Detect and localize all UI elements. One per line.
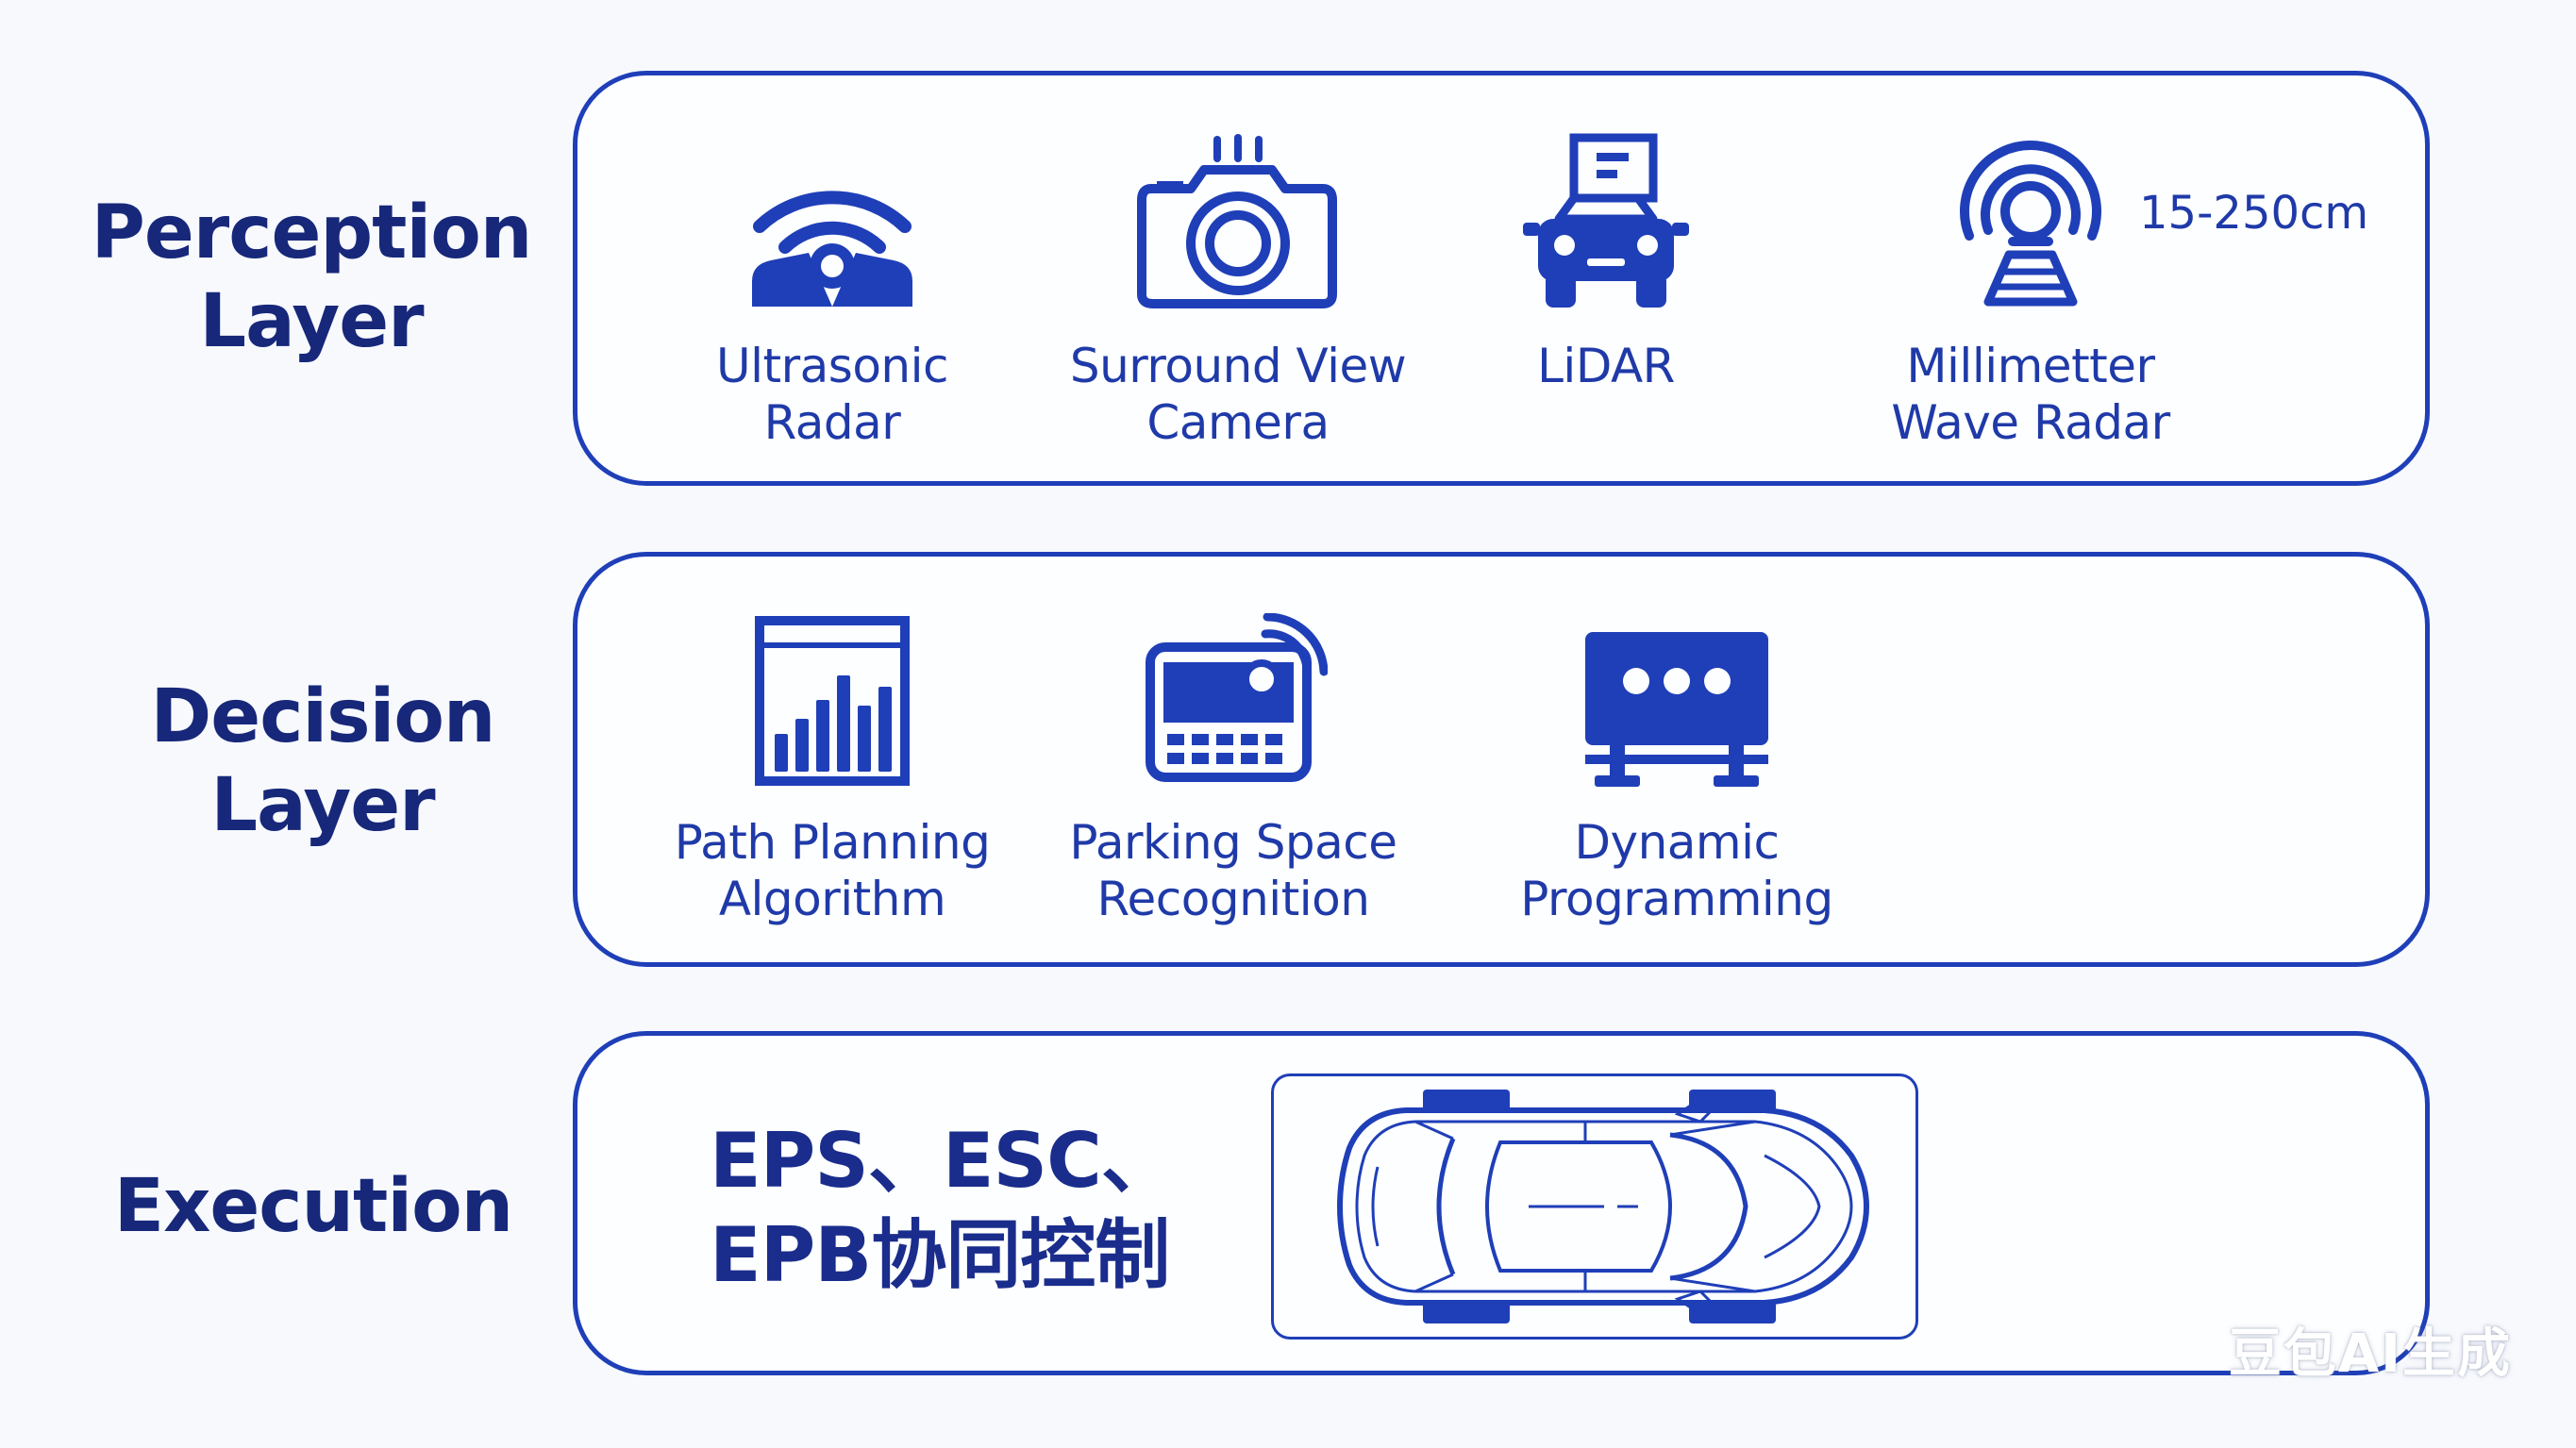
perception-panel: Ultrasonic Radar Surround View Camera (573, 71, 2430, 486)
parking-space-label-line-2: Recognition (1096, 872, 1370, 926)
surround-view-camera-label-line-2: Camera (1146, 395, 1330, 450)
lidar-car-icon (1523, 133, 1689, 308)
parking-space-label-line-1: Parking Space (1069, 815, 1397, 870)
ultrasonic-radar-item: Ultrasonic Radar (662, 132, 1002, 451)
coordinated-control-text: EPS、ESC、 EPB协同控制 (710, 1114, 1177, 1303)
parking-screen-icon (1146, 613, 1328, 782)
decision-panel: Path Planning Algorithm Parking Space Re… (573, 552, 2430, 967)
control-line-1: EPS、ESC、 (710, 1117, 1177, 1205)
decision-title-line-1: Decision (150, 674, 496, 759)
ultrasonic-radar-label-line-1: Ultrasonic (715, 339, 949, 393)
mmwave-range-note: 15-250cm (2139, 187, 2369, 240)
dynamic-programming-label-line-2: Programming (1520, 872, 1833, 926)
execution-title-line-1: Execution (113, 1164, 513, 1249)
surround-view-camera-label-line-1: Surround View (1069, 339, 1407, 393)
ultrasonic-radar-label: Ultrasonic Radar (662, 338, 1002, 451)
ultrasonic-radar-label-line-2: Radar (763, 395, 901, 450)
decision-layer-title: Decision Layer (77, 673, 568, 850)
path-planning-label-line-1: Path Planning (674, 815, 991, 870)
car-top-view-icon (1336, 1090, 1870, 1323)
perception-title-line-2: Layer (199, 279, 424, 364)
surround-view-camera-item: Surround View Camera (1030, 132, 1446, 451)
watermark: 豆包AI生成 (2228, 1323, 2512, 1385)
mmwave-radar-item: Millimetter Wave Radar (1851, 132, 2210, 451)
camera-icon (1137, 134, 1337, 308)
lidar-label: LiDAR (1483, 338, 1729, 394)
car-image-frame (1271, 1074, 1918, 1340)
mmwave-radar-icon (1960, 141, 2101, 307)
decision-title-line-2: Layer (210, 763, 435, 848)
parking-space-recognition-item: Parking Space Recognition (1045, 613, 1422, 927)
control-line-2: EPB协同控制 (710, 1211, 1170, 1299)
perception-title-line-1: Perception (91, 191, 533, 275)
path-planning-label-line-2: Algorithm (718, 872, 946, 926)
path-planning-label: Path Planning Algorithm (653, 814, 1012, 927)
bar-chart-icon (755, 616, 910, 786)
lidar-item: LiDAR (1483, 132, 1729, 394)
dynamic-programming-label-line-1: Dynamic (1574, 815, 1780, 870)
execution-layer-title: Execution (68, 1162, 559, 1251)
lidar-label-line-1: LiDAR (1537, 339, 1675, 393)
mmwave-radar-label: Millimetter Wave Radar (1851, 338, 2210, 451)
ultrasonic-radar-icon (752, 191, 912, 307)
dynamic-programming-item: Dynamic Programming (1488, 613, 1865, 927)
perception-layer-title: Perception Layer (66, 189, 557, 366)
dynamic-programming-label: Dynamic Programming (1488, 814, 1865, 927)
mmwave-radar-label-line-1: Millimetter (1906, 339, 2155, 393)
execution-panel: EPS、ESC、 EPB协同控制 (573, 1031, 2430, 1375)
mmwave-radar-label-line-2: Wave Radar (1891, 395, 2170, 450)
parking-space-recognition-label: Parking Space Recognition (1045, 814, 1422, 927)
path-planning-item: Path Planning Algorithm (653, 613, 1012, 927)
surround-view-camera-label: Surround View Camera (1030, 338, 1446, 451)
processor-unit-icon (1585, 632, 1768, 787)
